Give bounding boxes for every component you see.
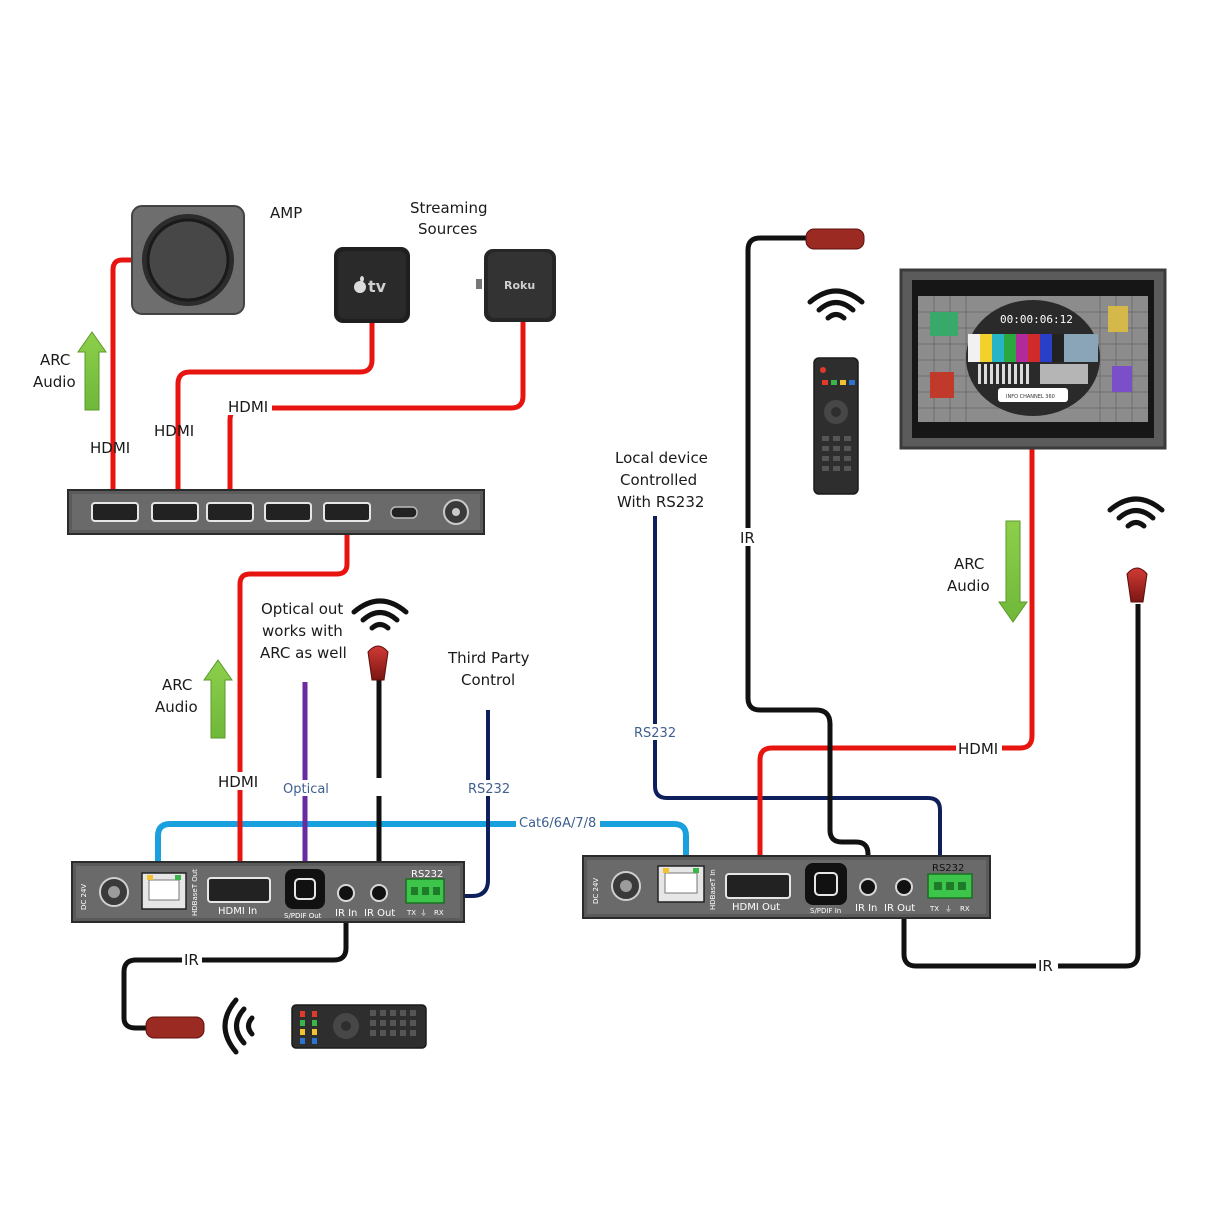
hdmi-cable-roku <box>227 322 526 512</box>
tx-ir-out-label: IR Out <box>364 908 395 919</box>
amp-label: AMP <box>270 204 302 222</box>
tx-dc-label: DC 24V <box>80 884 88 910</box>
ground-icon: ⏚ <box>420 909 427 917</box>
wifi-icon <box>222 997 255 1055</box>
rx-hdmi-port <box>725 873 791 899</box>
hdmi-cable-appletv <box>175 322 375 512</box>
rs232-label-tx: RS232 <box>468 782 510 797</box>
rx-hdmi-label: HDMI Out <box>732 902 780 913</box>
arc-audio-right-1: ARC <box>954 555 984 573</box>
switch-hdmi-port <box>264 502 312 522</box>
switch-hdmi-port <box>323 502 371 522</box>
hdmi-cable-amp <box>110 257 166 512</box>
hdmi-label-appletv: HDMI <box>154 422 194 440</box>
roku-device: Roku <box>476 249 556 322</box>
switch-hdmi-port <box>91 502 139 522</box>
hdmi-switch <box>67 489 485 535</box>
tx-rs232-label: RS232 <box>411 869 443 880</box>
hdmi-label-amp: HDMI <box>90 439 130 457</box>
rs232-cable-tx <box>432 710 490 898</box>
ir-emitter-icon <box>805 228 865 250</box>
hdbaset-transmitter: DC 24V HDBaseT Out HDMI In S/PDIF Out IR… <box>71 861 465 923</box>
tx-spdif-label: S/PDIF Out <box>284 912 322 920</box>
ir-cable-tx-in <box>121 894 349 1031</box>
rx-tx-label: TX <box>929 905 939 913</box>
rs232-cable-rx <box>653 516 942 885</box>
hdmi-label-tv: HDMI <box>958 740 998 758</box>
hdmi-cable-tx <box>237 512 350 890</box>
arc-audio-mid-1: ARC <box>162 676 192 694</box>
local-device-3: With RS232 <box>617 493 704 511</box>
arc-arrow-up-icon <box>77 331 107 411</box>
ir-cable-rx-top <box>745 235 871 888</box>
tx-tx-label: TX <box>406 909 416 917</box>
local-device-1: Local device <box>615 449 708 467</box>
rx-ir-in-label: IR In <box>855 903 877 914</box>
arc-audio-mid-2: Audio <box>155 698 198 716</box>
rx-rs232-label: RS232 <box>932 863 964 874</box>
apple-logo-icon <box>354 276 366 293</box>
optical-label: Optical <box>283 782 329 797</box>
ir-receiver-eye-icon <box>1126 567 1148 603</box>
arc-audio-top-2: Audio <box>33 373 76 391</box>
rx-spdif-label: S/PDIF In <box>810 907 841 915</box>
arc-audio-right-2: Audio <box>947 577 990 595</box>
arc-audio-top-1: ARC <box>40 351 70 369</box>
rx-dc-label: DC 24V <box>592 878 600 904</box>
streaming-label-1: Streaming <box>410 199 487 217</box>
tx-hdbaset-label: HDBaseT Out <box>191 869 199 916</box>
cat-cable <box>155 821 689 881</box>
rx-rx-label: RX <box>960 905 970 913</box>
tx-rx-label: RX <box>434 909 444 917</box>
hdbaset-receiver: DC 24V HDBaseT In HDMI Out S/PDIF In IR … <box>582 855 991 919</box>
cat-label: Cat6/6A/7/8 <box>519 816 596 831</box>
tx-ir-in-label: IR In <box>335 908 357 919</box>
apple-tv-brand: tv <box>368 277 387 296</box>
tv-channel-text: INFO CHANNEL 360 <box>1006 394 1055 400</box>
remote-control-icon <box>291 1004 427 1049</box>
optical-note-1: Optical out <box>261 600 343 618</box>
apple-tv-device: tv <box>334 247 410 323</box>
arc-arrow-up-icon <box>203 659 233 739</box>
hdmi-label-tx: HDMI <box>218 773 258 791</box>
third-party-1: Third Party <box>447 649 530 667</box>
tx-hdmi-label: HDMI In <box>218 906 257 917</box>
tv-display: INFO CHANNEL 360 00:00:06:12 <box>899 268 1167 450</box>
wifi-icon <box>807 288 865 321</box>
ir-receiver-eye-icon <box>367 645 389 681</box>
optical-note-2: works with <box>262 622 343 640</box>
rx-ir-out-label: IR Out <box>884 903 915 914</box>
tx-hdmi-port <box>207 877 271 903</box>
amp-device <box>131 205 245 315</box>
rs232-label-rx: RS232 <box>634 726 676 741</box>
third-party-2: Control <box>461 671 515 689</box>
arc-arrow-down-icon <box>998 520 1028 623</box>
wifi-icon <box>351 598 409 631</box>
tv-timer-text: 00:00:06:12 <box>1000 313 1073 326</box>
streaming-label-2: Sources <box>418 220 478 238</box>
wifi-icon <box>1107 496 1165 529</box>
switch-hdmi-port <box>206 502 254 522</box>
ir-label-rx-bottom: IR <box>1038 957 1053 975</box>
ir-label-rx-top: IR <box>740 529 755 547</box>
ir-label-tx-in: IR <box>184 951 199 969</box>
rx-hdbaset-label: HDBaseT In <box>709 869 717 910</box>
switch-hdmi-port <box>151 502 199 522</box>
ir-cable-rx-bottom <box>901 604 1141 969</box>
hdmi-label-roku: HDMI <box>228 398 268 416</box>
remote-control-icon <box>813 357 859 495</box>
local-device-2: Controlled <box>620 471 697 489</box>
roku-brand: Roku <box>504 279 535 292</box>
optical-note-3: ARC as well <box>260 644 347 662</box>
hdmi-cable-tv <box>757 445 1035 888</box>
ground-icon: ⏚ <box>945 905 952 913</box>
ir-emitter-icon <box>145 1016 205 1039</box>
